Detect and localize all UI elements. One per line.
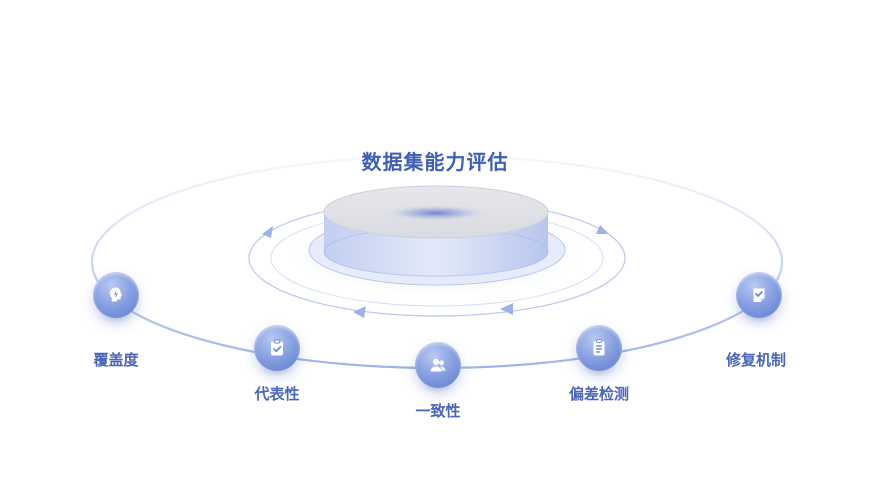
document-list-icon [593,339,605,356]
users-icon [430,358,446,372]
ring-arrow-left [262,226,273,238]
node-consistency [415,342,461,394]
label-representativeness: 代表性 [254,385,300,403]
ring-arrow-bottom-left [353,306,366,318]
label-repair-mechanism: 修复机制 [725,351,786,369]
diagram-title: 数据集能力评估 [361,150,509,174]
data-cylinder [323,185,549,277]
node-bias-detection [576,325,622,377]
lightning-head-icon [109,287,123,302]
label-consistency: 一致性 [415,402,461,420]
label-coverage: 覆盖度 [93,351,139,369]
ring-arrow-bottom-right [500,303,513,315]
note-check-icon [753,288,765,302]
node-repair-mechanism [736,272,782,324]
clipboard-check-icon [271,339,283,356]
node-representativeness [254,325,300,377]
ring-arrow-right [596,225,609,234]
node-coverage [93,272,139,324]
label-bias-detection: 偏差检测 [568,385,629,403]
